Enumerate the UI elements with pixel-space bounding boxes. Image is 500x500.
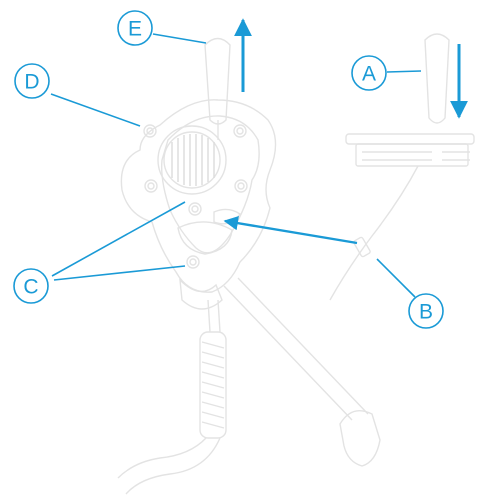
callout-b-label: B	[419, 301, 433, 324]
lever-handle-raised	[204, 37, 231, 125]
valve-tail	[179, 278, 223, 310]
callout-e: E	[117, 10, 153, 46]
valve-pocket	[177, 221, 233, 255]
mounting-screws	[143, 124, 248, 269]
callout-b-circle	[408, 293, 444, 329]
leader-b	[376, 258, 416, 298]
callout-a: A	[351, 55, 387, 91]
mounting-plate	[345, 133, 475, 145]
screw-lower	[186, 255, 200, 269]
leader-lines	[50, 33, 422, 298]
screw-center	[188, 202, 202, 216]
cartridge-face	[157, 125, 227, 195]
callout-d: D	[14, 63, 50, 99]
plate-bracket	[355, 143, 469, 167]
arrow-to-valve	[223, 216, 358, 245]
return-spring	[199, 331, 227, 439]
callout-d-circle	[14, 63, 50, 99]
lever-handle-lowered	[424, 33, 450, 124]
callout-a-circle	[351, 55, 387, 91]
drain-rod	[223, 277, 369, 421]
leader-c-upper	[51, 201, 186, 277]
cartridge-grille	[171, 134, 215, 186]
callout-c: C	[13, 268, 49, 304]
valve-lever	[213, 208, 241, 225]
callout-c-circle	[13, 268, 49, 304]
lower-hose	[117, 437, 221, 495]
screw-top-left	[143, 124, 157, 138]
leader-e	[152, 33, 207, 44]
callout-a-label: A	[362, 63, 376, 86]
screw-mid-right	[234, 179, 248, 193]
leader-a	[386, 70, 422, 73]
spring-rod	[207, 299, 221, 333]
escutcheon-body	[120, 99, 277, 293]
callout-c-label: C	[23, 276, 38, 299]
callout-d-label: D	[24, 71, 39, 94]
cable-clip	[353, 236, 371, 258]
screw-mid-left	[144, 179, 158, 193]
leader-d	[50, 93, 141, 127]
callout-b: B	[408, 293, 444, 329]
rod-end-fitting	[339, 410, 381, 467]
line-art-drawing	[117, 33, 475, 495]
screw-top-right	[233, 124, 247, 138]
callout-e-circle	[117, 10, 153, 46]
linkage-cable	[329, 165, 419, 301]
callout-e-label: E	[128, 18, 142, 41]
leader-c-lower	[53, 265, 186, 281]
cartridge-ring	[163, 131, 221, 189]
